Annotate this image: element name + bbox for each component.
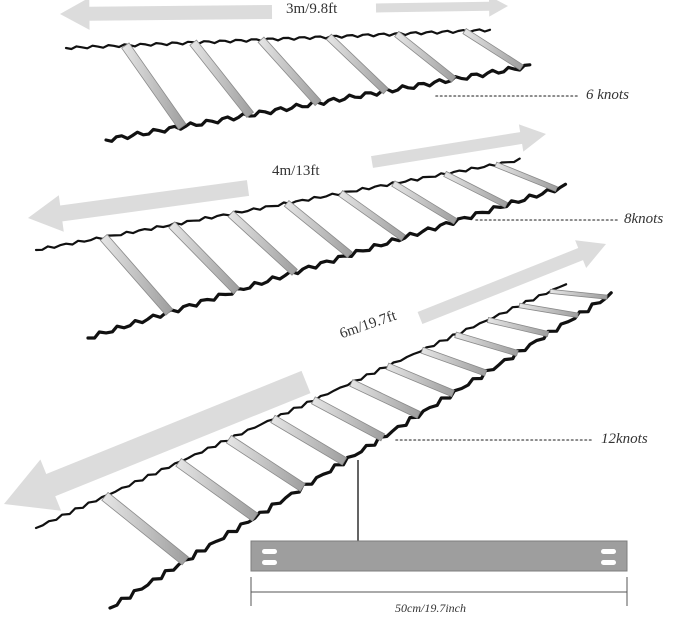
- rung-plate: [250, 540, 628, 572]
- ladder-bottom-strap: [108, 291, 613, 610]
- ladder-rung: [270, 414, 348, 466]
- arrow-right: [417, 240, 606, 325]
- ladder-rung: [454, 331, 519, 357]
- arrow-left: [60, 0, 273, 30]
- ladder-rung: [338, 190, 406, 242]
- ladder-2-knots-label: 8knots: [624, 211, 664, 227]
- ladder-1-knots-label: 6 knots: [586, 87, 629, 103]
- ladder-rung: [518, 302, 579, 319]
- ladder-3m: [64, 27, 581, 143]
- rung-detail: [250, 460, 628, 606]
- ladder-rung: [549, 288, 608, 300]
- ladder-rung: [121, 42, 187, 130]
- ladder-rung: [225, 434, 306, 492]
- ladder-rung: [227, 210, 298, 276]
- ladder-rung: [385, 362, 455, 398]
- rung-slot: [601, 549, 616, 554]
- ladder-top-strap: [34, 157, 521, 252]
- rung-slot: [601, 560, 616, 565]
- ladder-top-strap: [34, 283, 568, 530]
- ladder-top-strap: [64, 28, 492, 51]
- ladder-rung: [462, 27, 524, 71]
- arrow-left: [28, 180, 250, 232]
- ladder-rung: [175, 457, 259, 522]
- ladder-6m: [34, 283, 613, 610]
- ladder-2-length-label: 4m/13ft: [272, 163, 320, 179]
- ladder-rung: [420, 346, 488, 377]
- ladder-rung: [494, 161, 558, 192]
- rung-slot: [262, 549, 277, 554]
- ladder-1-length-label: 3m/9.8ft: [286, 1, 338, 17]
- ladder-4m: [34, 157, 619, 340]
- ladder-rung: [189, 39, 255, 119]
- ladder-rung: [283, 200, 353, 259]
- ladder-rung: [486, 316, 550, 337]
- rung-slot: [262, 560, 277, 565]
- arrow-right: [371, 124, 546, 168]
- ladder-rung: [443, 170, 509, 209]
- ladder-3-knots-label: 12knots: [601, 431, 648, 447]
- ladder-rung: [101, 491, 189, 566]
- ladder-rung: [394, 30, 457, 83]
- ladder-rung: [349, 379, 421, 419]
- arrow-left: [4, 370, 311, 511]
- ladder-rung: [391, 180, 458, 225]
- rung-measurement-label: 50cm/19.7inch: [395, 601, 466, 615]
- ladder-rung: [99, 233, 174, 316]
- ladder-rung: [325, 33, 389, 95]
- ladder-rung: [310, 396, 386, 442]
- ladder-rung: [257, 36, 322, 107]
- direction-arrows: [4, 0, 606, 511]
- ladder-rung: [168, 221, 241, 295]
- arrow-right: [375, 0, 508, 17]
